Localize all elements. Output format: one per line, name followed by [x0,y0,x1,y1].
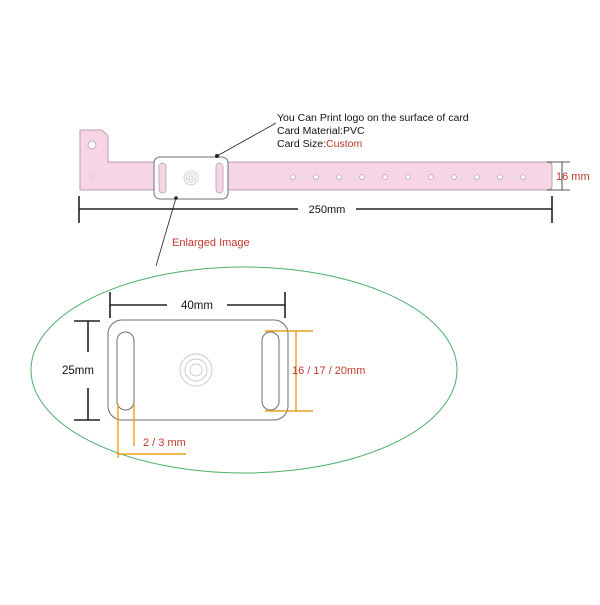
band-length-dimension [78,196,553,223]
card-width-dimension [109,292,286,318]
band-width-label: 16 mm [556,171,590,183]
enlarged-card-body [107,319,289,421]
enlarged-card-slot-right [261,331,280,411]
strap-hole [405,174,411,180]
slot-width-label: 2 / 3 mm [143,437,186,449]
enlarged-card-logo-icon [179,353,213,387]
strap-hole [451,174,457,180]
strap-hole [336,174,342,180]
wristband [79,129,553,200]
strap-card-slot-left [158,162,167,194]
strap-hole [382,174,388,180]
card-size-value: Custom [326,138,362,150]
annotation-line-3: Card Size:Custom [277,138,362,150]
slot-width-dimension [117,404,186,458]
annotation-line-1: You Can Print logo on the surface of car… [277,112,469,124]
band-width-dimension [547,161,570,191]
card-width-label: 40mm [181,300,213,312]
strap-card [153,156,229,200]
slot-length-dimension [265,330,313,412]
strap-hole [520,174,526,180]
annotation-leader-dot [215,154,219,158]
strap-holes [290,174,526,180]
card-height-label: 25mm [62,365,94,377]
strap-hole [497,174,503,180]
strap-card-logo-icon [183,170,199,186]
strap-end-hole [87,140,97,150]
strap-card-body [153,156,229,200]
strap-hole [290,174,296,180]
slot-length-label: 16 / 17 / 20mm [292,365,365,377]
enlarged-pointer-line [155,197,177,267]
card-height-dimension [74,320,100,421]
enlarged-card-slot-left [116,331,135,411]
strap-hole [428,174,434,180]
band-length-label: 250mm [309,204,346,216]
enlarged-card [107,319,289,421]
enlarged-view-ellipse [30,266,458,474]
enlarged-image-title: Enlarged Image [172,237,250,249]
card-size-prefix: Card Size: [277,138,326,150]
strap-hole [474,174,480,180]
annotation-leader-line [216,122,277,157]
enlarged-pointer-dot [174,196,178,200]
strap-card-slot-right [215,162,224,194]
strap-hole [313,174,319,180]
strap-end-dot [90,174,94,178]
strap-hole [359,174,365,180]
annotation-line-2: Card Material:PVC [277,125,365,137]
